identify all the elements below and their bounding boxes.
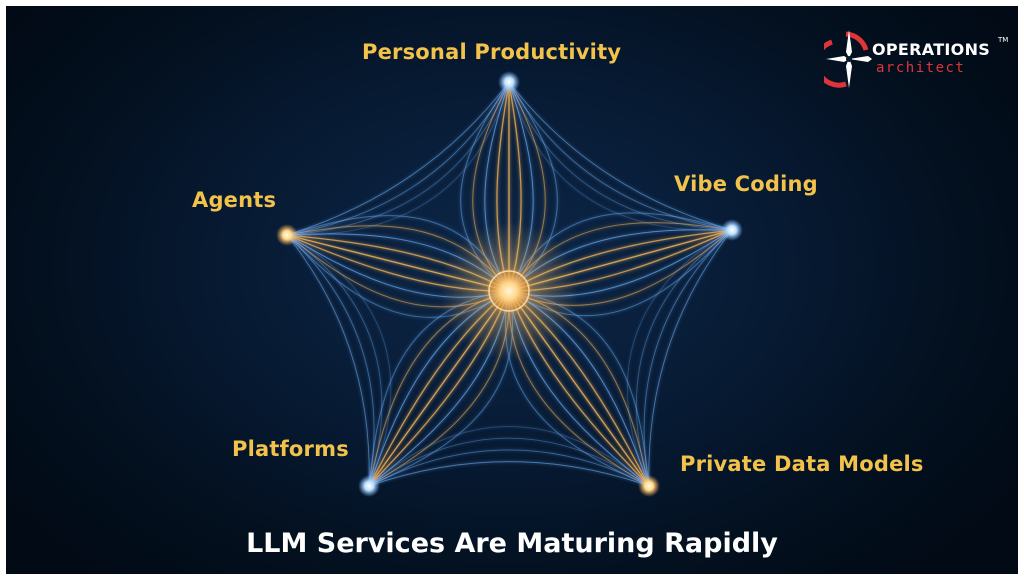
outer-curve <box>286 234 392 487</box>
outer-curve <box>368 449 650 487</box>
outer-curve <box>508 81 733 231</box>
outer-curve <box>286 234 375 487</box>
node-label-personal-productivity: Personal Productivity <box>362 40 622 64</box>
outer-curve <box>508 81 733 231</box>
outer-curve <box>368 426 650 487</box>
outer-curve <box>626 229 733 487</box>
logo-trademark: TM <box>998 36 1009 44</box>
outer-curve <box>286 81 510 236</box>
node-label-vibe-coding: Vibe Coding <box>674 172 818 196</box>
outer-curve <box>368 461 650 487</box>
logo: OPERATIONS TM architect <box>824 28 1014 90</box>
diagram-canvas: Personal Productivity Vibe Coding Agents… <box>6 6 1018 574</box>
outer-curve <box>508 81 733 231</box>
node-dot-agents <box>276 224 298 246</box>
outer-connection-lines <box>286 81 733 487</box>
outer-curve <box>648 229 733 487</box>
node-dot-personal-productivity <box>498 71 520 93</box>
node-label-private-data-models: Private Data Models <box>680 452 924 476</box>
compass-icon <box>824 30 872 88</box>
outer-curve <box>508 81 733 231</box>
logo-name: OPERATIONS <box>872 40 991 59</box>
outer-curve <box>643 229 733 487</box>
central-hub <box>485 267 533 315</box>
node-label-platforms: Platforms <box>232 437 349 461</box>
node-dots <box>276 71 743 497</box>
node-label-agents: Agents <box>192 188 277 212</box>
central-hub-ring <box>488 270 530 312</box>
outer-curve <box>286 81 510 236</box>
outer-curve <box>286 81 510 236</box>
node-dot-private-data-models <box>638 475 660 497</box>
outer-curve <box>635 229 733 487</box>
diagram-title: LLM Services Are Maturing Rapidly <box>246 528 778 559</box>
node-dot-vibe-coding <box>721 219 743 241</box>
outer-curve <box>286 234 383 487</box>
outer-curve <box>368 437 650 487</box>
logo-subtitle: architect <box>876 60 966 76</box>
node-dot-platforms <box>358 475 380 497</box>
outer-curve <box>286 81 510 236</box>
network-diagram <box>276 71 743 497</box>
outer-curve <box>286 234 370 487</box>
